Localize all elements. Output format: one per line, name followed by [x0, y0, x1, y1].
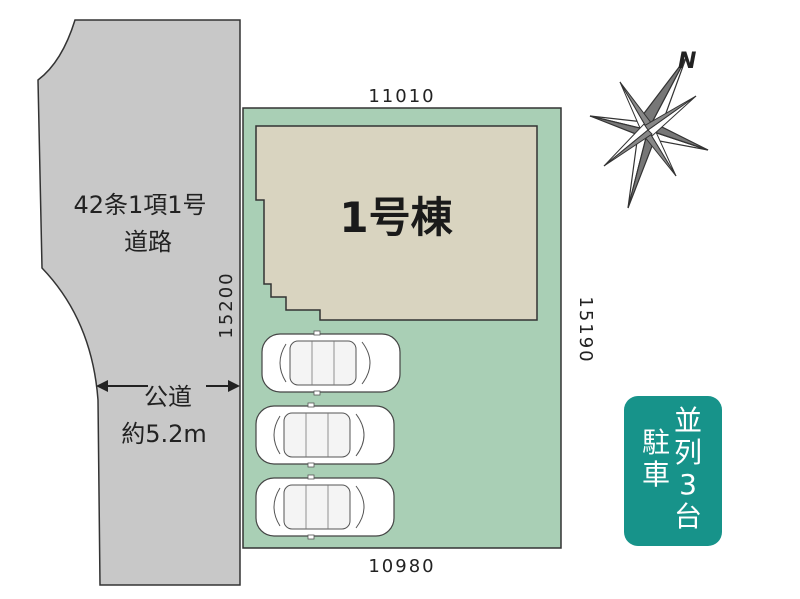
building-label: 1号棟	[339, 193, 453, 242]
road-width-line2: 約5.2m	[121, 420, 207, 448]
car-icon	[255, 474, 395, 540]
parking-badge-char: 台	[674, 500, 702, 533]
parking-badge-char: 並	[674, 404, 702, 437]
parking-badge	[624, 396, 722, 546]
compass-north-label: N	[678, 49, 696, 74]
building-footprint	[255, 125, 538, 321]
road-label-line2: 道路	[124, 228, 172, 256]
car-icon	[261, 330, 401, 396]
lot-dim-left: 15200	[216, 271, 237, 338]
parking-cars	[255, 330, 401, 540]
lot-dim-top: 11010	[368, 86, 435, 107]
car-icon	[255, 402, 395, 468]
parking-badge-char: 駐	[642, 426, 670, 459]
compass-icon	[589, 57, 709, 209]
lot-dim-right: 15190	[575, 296, 596, 363]
road-label-line1: 42条1項1号	[73, 191, 206, 219]
road-width-label-bg	[148, 376, 206, 398]
lot-dim-bottom: 10980	[368, 556, 435, 577]
road-width-line1: 公道	[144, 383, 192, 411]
parking-badge-char: 車	[642, 458, 670, 491]
parking-badge-char: 3	[679, 468, 697, 501]
parking-badge-char: 列	[674, 436, 702, 469]
road-area	[37, 19, 241, 586]
